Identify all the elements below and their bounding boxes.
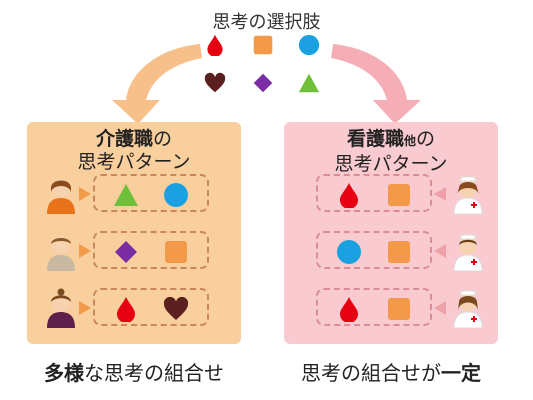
pointer-arrow bbox=[79, 301, 91, 315]
care-worker-row-3 bbox=[27, 288, 241, 328]
caption-text: な思考の組合せ bbox=[84, 361, 224, 385]
blue-circle-icon bbox=[298, 34, 320, 56]
orange-square-icon bbox=[386, 182, 412, 208]
choices-title: 思考の選択肢 bbox=[212, 12, 321, 33]
nurse-row-1 bbox=[284, 174, 498, 214]
pointer-arrow bbox=[79, 244, 91, 258]
red-drop-icon bbox=[336, 182, 362, 208]
care-worker-row-1 bbox=[27, 174, 241, 214]
purple-diamond-icon bbox=[252, 72, 274, 94]
orange-square-icon bbox=[252, 34, 274, 56]
fixed-label: 一定 bbox=[441, 361, 481, 385]
orange-square-icon bbox=[163, 239, 189, 265]
right-curved-arrow bbox=[331, 44, 421, 124]
shape-pair-box bbox=[93, 288, 209, 326]
brown-heart-icon bbox=[163, 296, 189, 322]
title-particle: の bbox=[153, 128, 173, 150]
care-worker-panel: 介護職の 思考パターン bbox=[27, 122, 241, 344]
brown-heart-icon bbox=[204, 72, 226, 94]
nurse-person-icon bbox=[448, 231, 488, 271]
left-curved-arrow bbox=[112, 44, 202, 124]
shape-pair-box bbox=[93, 174, 209, 212]
nurse-panel: 看護職他の 思考パターン bbox=[284, 122, 498, 344]
green-triangle-icon bbox=[298, 72, 320, 94]
nurse-row-2 bbox=[284, 231, 498, 271]
caption-text: 思考の組合せが bbox=[301, 361, 441, 385]
thinking-pattern-label: 思考パターン bbox=[334, 153, 448, 175]
blue-circle-icon bbox=[336, 239, 362, 265]
curved-arrows bbox=[112, 44, 421, 124]
care-worker-person-icon bbox=[41, 288, 81, 328]
purple-diamond-icon bbox=[113, 239, 139, 265]
pointer-arrow bbox=[434, 301, 446, 315]
pointer-arrow bbox=[434, 187, 446, 201]
title-particle: の bbox=[416, 128, 436, 150]
orange-square-icon bbox=[386, 296, 412, 322]
nurse-caption: 思考の組合せが一定 bbox=[284, 357, 498, 386]
choice-shapes bbox=[200, 32, 334, 104]
care-worker-row-2 bbox=[27, 231, 241, 271]
nurse-row-3 bbox=[284, 288, 498, 328]
care-worker-person-icon bbox=[41, 174, 81, 214]
care-worker-label: 介護職 bbox=[95, 128, 153, 150]
shape-pair-box bbox=[316, 174, 432, 212]
pointer-arrow bbox=[434, 244, 446, 258]
nurse-person-icon bbox=[448, 174, 488, 214]
blue-circle-icon bbox=[163, 182, 189, 208]
shape-pair-box bbox=[316, 288, 432, 326]
care-worker-caption: 多様な思考の組合せ bbox=[27, 357, 241, 386]
red-drop-icon bbox=[336, 296, 362, 322]
thinking-pattern-label: 思考パターン bbox=[77, 151, 191, 173]
care-worker-panel-title: 介護職の 思考パターン bbox=[27, 128, 241, 174]
shape-pair-box bbox=[93, 231, 209, 269]
nurse-other-label: 他 bbox=[403, 134, 416, 148]
diverse-label: 多様 bbox=[44, 361, 84, 385]
red-drop-icon bbox=[113, 296, 139, 322]
green-triangle-icon bbox=[113, 182, 139, 208]
shape-pair-box bbox=[316, 231, 432, 269]
red-drop-icon bbox=[204, 34, 226, 56]
nurse-panel-title: 看護職他の 思考パターン bbox=[284, 128, 498, 176]
care-worker-person-icon bbox=[41, 231, 81, 271]
pointer-arrow bbox=[79, 187, 91, 201]
nurse-person-icon bbox=[448, 288, 488, 328]
orange-square-icon bbox=[386, 239, 412, 265]
nurse-label: 看護職 bbox=[346, 128, 404, 150]
